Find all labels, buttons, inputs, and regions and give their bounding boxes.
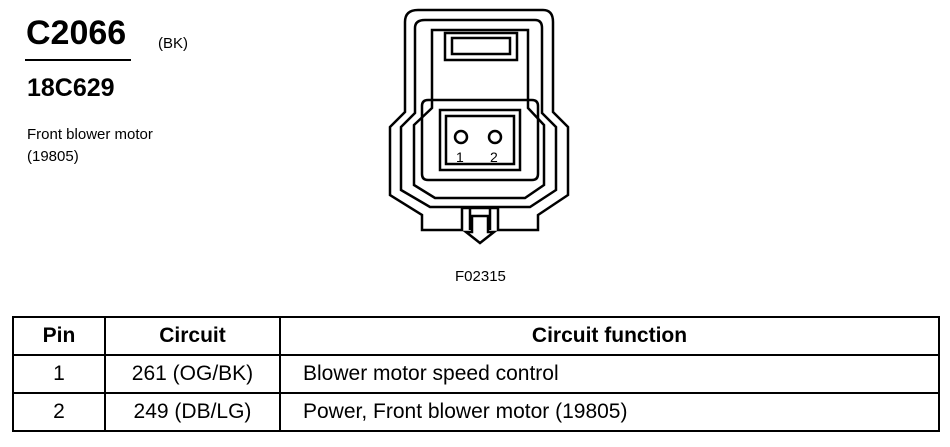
table-row: 1 261 (OG/BK) Blower motor speed control [12,354,940,394]
circuit-cell: 249 (DB/LG) [104,392,281,432]
pin-2-label: 2 [490,149,498,165]
function-cell: Power, Front blower motor (19805) [279,392,940,432]
connector-face-diagram: 1 2 [388,8,570,245]
connector-description: Front blower motor [27,126,153,143]
connector-color-code: (BK) [158,35,188,52]
circuit-cell: 261 (OG/BK) [104,354,281,394]
header-circuit-function: Circuit function [279,316,940,356]
component-reference: (19805) [27,148,79,165]
locking-latch [443,31,519,62]
pin-cell: 1 [12,354,106,394]
pin-cavity-inner [438,108,522,172]
table-row: 2 249 (DB/LG) Power, Front blower motor … [12,392,940,432]
part-number: 18C629 [27,74,115,102]
header-circuit: Circuit [104,316,281,356]
header-pin: Pin [12,316,106,356]
connector-inner-housing-2 [412,28,546,200]
pin-cell: 2 [12,392,106,432]
pin-1-label: 1 [456,149,464,165]
locking-latch-inner [450,36,512,56]
function-cell: Blower motor speed control [279,354,940,394]
figure-id: F02315 [455,268,506,285]
pin-2-terminal [487,129,503,145]
connector-inner-housing [399,18,558,209]
table-header-row: Pin Circuit Circuit function [12,316,940,356]
pin-cavity-inner-2 [444,114,516,166]
key-slot [468,208,492,230]
connector-id: C2066 [26,14,127,52]
pin-1-terminal [453,129,469,145]
pin-cavity-outer [420,98,540,182]
title-underline [25,59,131,61]
orientation-arrow [462,214,498,245]
pin-table: Pin Circuit Circuit function 1 261 (OG/B… [12,316,940,432]
